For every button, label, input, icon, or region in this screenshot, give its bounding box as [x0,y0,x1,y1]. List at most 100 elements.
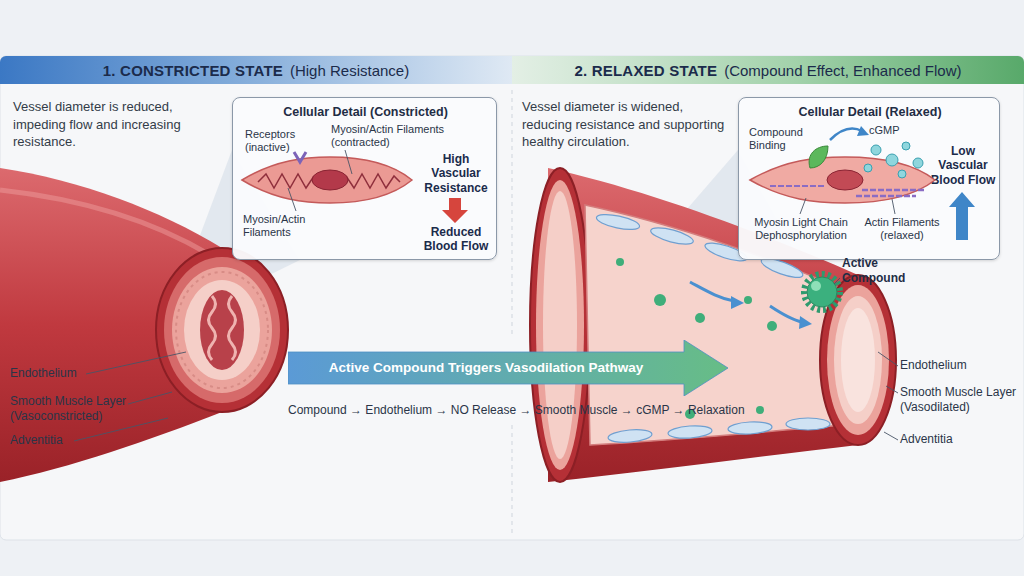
flow-arrowhead [799,316,812,329]
smooth-muscle-cell [242,157,412,203]
flow-arrowhead [731,296,744,309]
part-label: Actin Filaments (relaxed) [857,216,947,242]
arrow-body [288,340,728,396]
binding-arrowhead [857,126,869,136]
compound-dot [756,406,764,414]
endothelial-cell [595,212,641,233]
cgmp-bubble [864,164,872,172]
lumen [841,308,875,412]
compound-dot [685,409,695,419]
flow-arrow [690,282,734,301]
compound-leaf [809,146,828,168]
leader-line [86,352,186,374]
endothelium-ring [543,191,577,459]
layer-label: Endothelium [900,358,1022,373]
box-heading: Cellular Detail (Constricted) [233,105,498,120]
leader-line [884,432,898,440]
endothelial-cell [608,428,653,444]
divider [512,425,513,535]
part-label: Myosin/Actin Filaments (contracted) [331,123,466,149]
part-label: Myosin Light Chain Dephosphorylation [745,216,857,242]
adventitia-ring [156,248,288,412]
compound-dot [654,294,666,306]
cgmp-bubble [871,145,881,155]
effect-label: Low Vascular Blood Flow [929,144,997,187]
compound-dot [744,296,752,304]
part-label: cGMP [869,124,913,137]
cgmp-bubble [886,154,898,166]
part-label: Receptors (inactive) [245,128,317,154]
leader-line [345,150,352,174]
layer-label: Endothelium [10,366,130,381]
leader-line [128,392,172,404]
down-arrow [442,198,468,223]
effect-label: High Vascular Resistance [419,152,493,195]
state-subtitle: (Compound Effect, Enhanced Flow) [724,62,961,79]
box-heading: Cellular Detail (Relaxed) [739,105,1001,120]
muscle-ring [536,180,584,470]
smooth-muscle-cell [750,157,935,203]
leader-line [834,278,840,284]
active-compound [807,277,837,307]
part-label: Compound Binding [749,126,811,152]
contracted-filament [346,174,400,188]
relaxed-filament [862,189,926,192]
receptor [294,152,306,162]
leader-line [892,199,895,214]
compound-dot [767,321,777,331]
lumen [200,290,244,370]
vessel-highlight [0,190,210,255]
arrow-text: Active Compound Triggers Vasodilation Pa… [288,340,684,396]
leader-line [800,198,806,214]
cgmp-bubble [913,158,923,168]
part-label: Myosin/Actin Filaments [243,213,328,239]
divider [512,90,513,338]
layer-label: Adventitia [10,433,130,448]
pathway-text: Compound → Endothelium → NO Release → Sm… [288,403,728,418]
leader-line [886,386,898,393]
up-arrow [949,192,975,240]
state-title: 1. CONSTRICTED STATE [103,62,283,79]
panel [0,56,1024,540]
relaxed-filament [770,185,826,187]
leader-line [288,188,296,211]
nucleus [827,170,863,190]
muscle-texture [176,272,268,388]
cgmp-bubble [898,170,906,178]
adventitia-inner [164,257,280,403]
vessel-cut-end [530,168,590,482]
compound-highlight [811,281,821,291]
state-description: Vessel diameter is reduced, impeding flo… [13,98,228,151]
endothelial-cell [649,225,695,248]
endothelial-cell [668,424,713,439]
compound-dot [616,258,624,266]
contracted-filament [258,174,314,188]
endothelial-cell [786,418,830,430]
layer-label: Smooth Muscle Layer (Vasodilated) [900,385,1022,415]
leader-line [878,352,898,366]
relaxed-filament [856,195,916,198]
layer-label: Smooth Muscle Layer (Vasoconstricted) [10,394,145,424]
endothelium-ring [184,280,260,380]
endothelium-ring [834,296,882,424]
flow-arrow [770,306,802,322]
lumen-fold [229,296,236,360]
state-subtitle: (High Resistance) [290,62,409,79]
binding-arrow [830,128,862,140]
muscle-ring [172,267,272,393]
endothelial-cell [728,421,773,435]
compound-spikes [804,274,840,310]
leader-line [74,418,168,441]
state-header: 2. RELAXED STATE(Compound Effect, Enhanc… [512,56,1024,84]
compound-label: Active Compound [842,256,917,286]
cellular-detail-box: Cellular Detail (Constricted) Receptors (… [232,97,497,260]
cgmp-bubble [902,142,910,150]
nucleus [312,170,348,190]
